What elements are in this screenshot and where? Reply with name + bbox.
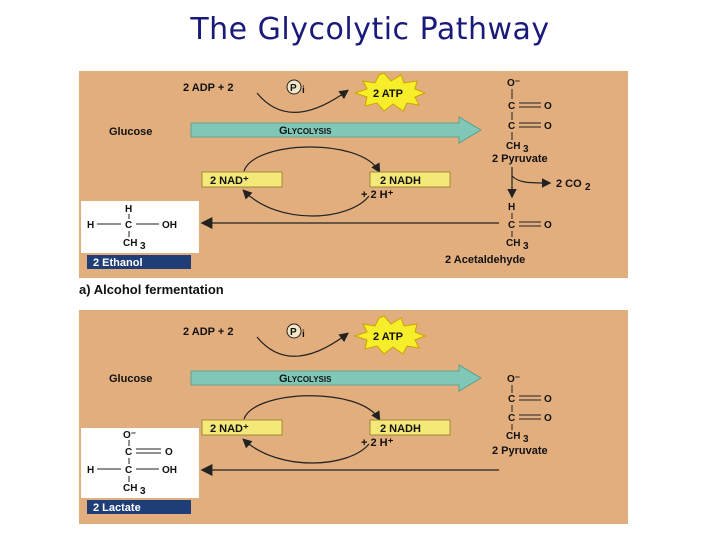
- lactate-ch3: CH: [123, 483, 137, 494]
- acetaldehyde-ch3: CH: [506, 238, 520, 249]
- lactate-c2: C: [125, 465, 132, 476]
- glucose-label: Glucose: [109, 373, 152, 385]
- pyruvate-c2: C: [508, 413, 515, 424]
- pyruvate-c1: C: [508, 394, 515, 405]
- atp-label: 2 ATP: [373, 88, 403, 100]
- nadh-return-arc: [242, 189, 370, 217]
- lactate-c1: C: [125, 447, 132, 458]
- glycolysis-label: Glycolysis: [279, 373, 332, 385]
- acetaldehyde-o: O: [544, 220, 552, 231]
- lactate-label-bg: [87, 500, 191, 514]
- acetaldehyde-label: 2 Acetaldehyde: [445, 254, 525, 266]
- phosphate-subscript: i: [302, 329, 305, 340]
- phosphate-icon: [286, 323, 302, 339]
- atp-burst: [353, 72, 427, 112]
- adp-to-atp-arrow: [256, 332, 349, 357]
- ethanol-label: 2 Ethanol: [93, 257, 143, 269]
- adp-to-atp-arrow: [256, 89, 349, 113]
- alcohol-fermentation-caption: a) Alcohol fermentation: [79, 282, 224, 297]
- slide-title: The Glycolytic Pathway: [190, 12, 550, 47]
- lactate-oh: OH: [162, 465, 177, 476]
- atp-burst: [353, 315, 427, 355]
- nadh-box: [369, 171, 451, 188]
- phosphate-symbol: P: [290, 327, 297, 338]
- glucose-label: Glucose: [109, 126, 152, 138]
- pyruvate-ch3: CH: [506, 431, 520, 442]
- ethanol-h-left: H: [87, 220, 94, 231]
- ethanol-label-bg: [87, 255, 191, 269]
- nad-box: [201, 171, 283, 188]
- pyruvate-c2: C: [508, 121, 515, 132]
- atp-label: 2 ATP: [373, 331, 403, 343]
- lactic-fermentation-panel: 2 ADP + 2 P i 2 ATP Glucose Glycolysis 2…: [79, 310, 628, 524]
- pyruvate-o1: O: [544, 101, 552, 112]
- pyruvate-ch3-sub: 3: [523, 434, 529, 445]
- acetaldehyde-c: C: [508, 220, 515, 231]
- ethanol-ch3: CH: [123, 238, 137, 249]
- phosphate-icon: [286, 79, 302, 95]
- ethanol-oh: OH: [162, 220, 177, 231]
- lactate-h: H: [87, 465, 94, 476]
- co2-release-arrow: [511, 175, 552, 188]
- nadh-return-arc: [242, 438, 370, 464]
- h-plus-label: + 2 H⁺: [361, 437, 394, 449]
- lactate-structure-box: [81, 428, 199, 498]
- ethanol-ch3-sub: 3: [140, 241, 146, 252]
- nad-to-nadh-arrow: [243, 395, 381, 422]
- nad-box: [201, 419, 283, 436]
- phosphate-symbol: P: [290, 83, 297, 94]
- pyruvate-c1: C: [508, 101, 515, 112]
- nad-label: 2 NAD⁺: [210, 175, 249, 187]
- pyruvate-label: 2 Pyruvate: [492, 445, 548, 457]
- adp-pi-label: 2 ADP + 2: [183, 326, 233, 338]
- glycolysis-arrow: [190, 116, 482, 144]
- pyruvate-o2: O: [544, 121, 552, 132]
- nadh-box: [369, 419, 451, 436]
- phosphate-subscript: i: [302, 85, 305, 96]
- h-plus-label: + 2 H⁺: [361, 189, 394, 201]
- nad-label: 2 NAD⁺: [210, 423, 249, 435]
- co2-subscript: 2: [585, 182, 591, 193]
- pyruvate-ch3: CH: [506, 141, 520, 152]
- nadh-label: 2 NADH: [380, 175, 421, 187]
- ethanol-h-top: H: [125, 204, 132, 215]
- glycolysis-arrow: [190, 364, 482, 392]
- pyruvate-o-minus: O⁻: [507, 78, 520, 89]
- lactate-o1: O: [165, 447, 173, 458]
- adp-pi-label: 2 ADP + 2: [183, 82, 233, 94]
- pyruvate-label: 2 Pyruvate: [492, 153, 548, 165]
- co2-label: 2 CO: [556, 178, 582, 190]
- pyruvate-o1: O: [544, 394, 552, 405]
- acetaldehyde-ch3-sub: 3: [523, 241, 529, 252]
- pyruvate-o-minus: O⁻: [507, 374, 520, 385]
- pyruvate-o2: O: [544, 413, 552, 424]
- lactate-label: 2 Lactate: [93, 502, 141, 514]
- nadh-label: 2 NADH: [380, 423, 421, 435]
- alcohol-fermentation-panel: 2 ADP + 2 P i 2 ATP Glucose Glycolysis 2…: [79, 71, 628, 278]
- nad-to-nadh-arrow: [243, 146, 381, 174]
- lactate-ch3-sub: 3: [140, 486, 146, 497]
- ethanol-structure-box: [81, 201, 199, 253]
- acetaldehyde-h: H: [508, 202, 515, 213]
- lactate-o-minus: O⁻: [123, 430, 136, 441]
- pyruvate-ch3-sub: 3: [523, 144, 529, 155]
- glycolysis-label: Glycolysis: [279, 125, 332, 137]
- ethanol-c: C: [125, 220, 132, 231]
